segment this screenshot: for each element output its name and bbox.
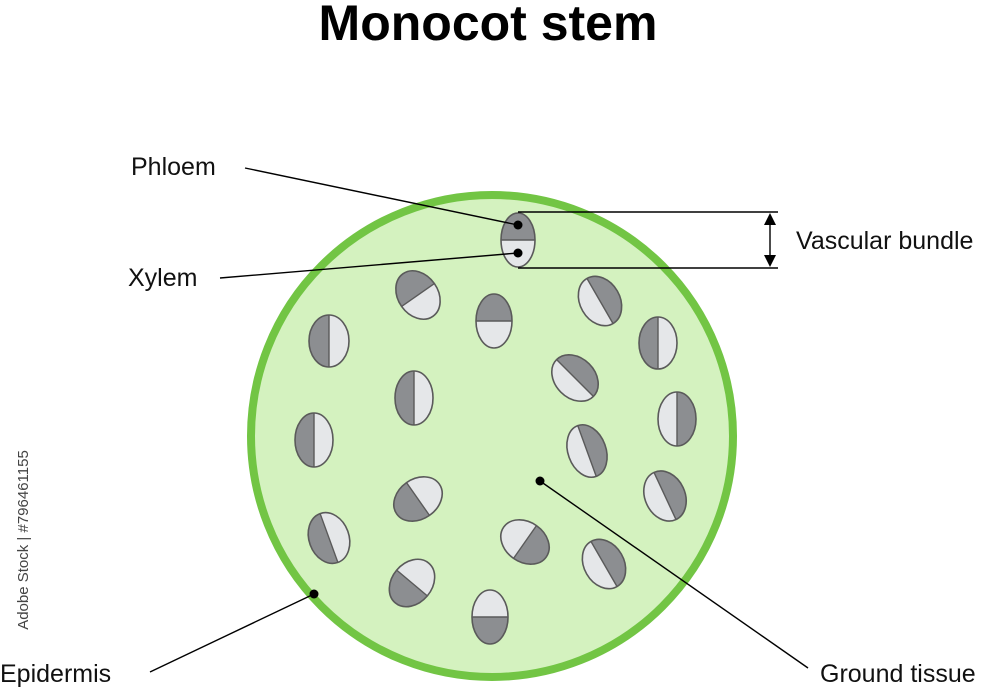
bundle-outline	[643, 470, 687, 522]
bundle-outline	[500, 519, 550, 565]
bundle-outline	[395, 270, 441, 320]
phloem	[295, 413, 314, 467]
bundle-divider	[405, 482, 431, 516]
vascular-bundle	[395, 270, 441, 320]
bundle-divider	[653, 472, 677, 520]
phloem	[677, 392, 696, 446]
vascular-bundle	[566, 424, 608, 478]
vascular-bundle	[577, 275, 623, 327]
bundle-outline	[388, 558, 436, 608]
phloem	[395, 270, 435, 307]
phloem	[309, 315, 329, 367]
xylem-leader-line	[219, 252, 519, 279]
phloem	[654, 470, 687, 520]
phloem	[476, 294, 512, 321]
bundle-divider	[401, 282, 435, 308]
vascular-bundle	[388, 558, 436, 608]
phloem-pointer-dot	[513, 220, 523, 230]
bundle-outline	[638, 316, 678, 370]
phloem	[389, 570, 428, 607]
vascular-bundle	[638, 316, 678, 370]
bundle-divider	[577, 425, 597, 477]
vascular-bundle	[393, 476, 443, 522]
diagram-title: Monocot stem	[319, 0, 658, 51]
bundle-divider	[586, 278, 614, 324]
bundle-outline	[551, 354, 599, 402]
vascular-bundle	[581, 538, 627, 590]
bundle-outline	[393, 476, 443, 522]
vascular-bundle	[394, 370, 434, 426]
bundle-outline	[308, 314, 350, 368]
bundle-outline	[394, 370, 434, 426]
ground-tissue-leader-line	[539, 480, 809, 669]
vascular-bundle	[500, 519, 550, 565]
bundle-outline	[581, 538, 627, 590]
bundle-divider	[512, 525, 538, 559]
vascular-bundle	[294, 412, 334, 468]
xylem-label: Xylem	[128, 264, 197, 292]
phloem	[591, 539, 626, 587]
arrow-down-icon	[764, 255, 776, 267]
bundle-outline	[294, 412, 334, 468]
phloem	[393, 482, 430, 522]
ground-tissue-pointer-dot	[535, 476, 545, 486]
phloem-label: Phloem	[131, 153, 216, 181]
bundle-divider	[396, 569, 428, 597]
vascular-bundle-label: Vascular bundle	[796, 227, 973, 255]
bundle-outline	[307, 511, 351, 565]
bundle-outline	[500, 212, 536, 268]
epidermis-leader-line	[149, 593, 315, 673]
phloem	[639, 317, 658, 369]
phloem	[472, 617, 508, 644]
epidermis-label: Epidermis	[0, 660, 111, 688]
phloem	[395, 371, 414, 425]
bundle-outline	[475, 293, 513, 349]
bundle-divider	[590, 541, 618, 587]
vascular-bundle	[551, 354, 599, 402]
vascular-bundle	[308, 314, 350, 368]
bundle-divider	[319, 513, 339, 563]
bundle-outline	[577, 275, 623, 327]
vascular-bundle	[471, 589, 509, 645]
bundle-outline	[471, 589, 509, 645]
phloem	[587, 276, 622, 324]
phloem	[556, 354, 599, 397]
phloem	[513, 525, 550, 565]
ground-tissue-label: Ground tissue	[820, 660, 976, 688]
bundle-divider	[556, 359, 594, 397]
vascular-bundle	[643, 470, 687, 522]
vascular-bundles	[294, 212, 697, 645]
bundle-outline	[566, 424, 608, 478]
vascular-bundle	[307, 511, 351, 565]
epidermis-pointer-dot	[309, 589, 319, 599]
stock-watermark: Adobe Stock | #796461155	[15, 450, 32, 630]
phloem	[577, 424, 608, 477]
vascular-bundle	[657, 391, 697, 447]
bundle-outline	[657, 391, 697, 447]
arrow-up-icon	[764, 213, 776, 225]
xylem-pointer-dot	[513, 248, 523, 258]
vascular-bundle	[475, 293, 513, 349]
phloem-leader-line	[244, 167, 519, 226]
phloem	[308, 513, 338, 564]
